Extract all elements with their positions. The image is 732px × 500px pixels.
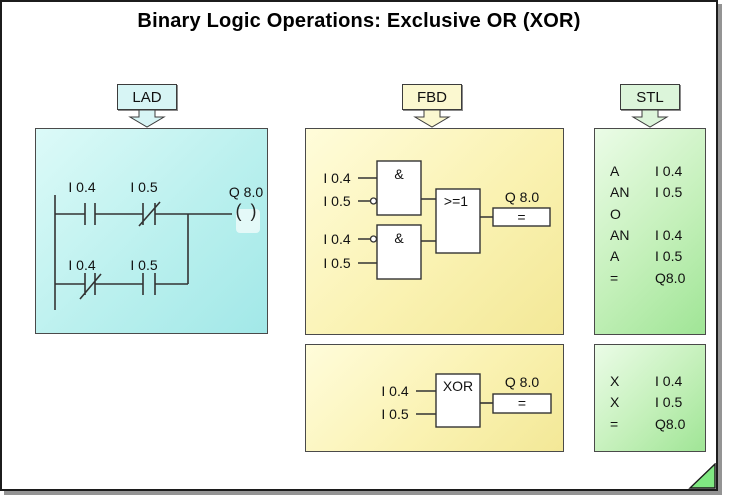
xor-gate-label: XOR xyxy=(442,378,474,394)
fbd-panel: I 0.4 I 0.5 I 0.4 I 0.5 & & >=1 Q 8.0 = xyxy=(305,128,564,335)
stl-xor-panel: X I 0.4 X I 0.5 = Q8.0 xyxy=(594,344,706,452)
stl-line: X I 0.5 xyxy=(610,394,702,410)
lad-callout: LAD xyxy=(117,84,177,128)
stl-operand: I 0.5 xyxy=(655,394,683,410)
stl-operand xyxy=(655,206,702,222)
lad-callout-label: LAD xyxy=(117,84,177,110)
stl-line: O xyxy=(610,206,702,222)
stl-operand: I 0.5 xyxy=(655,248,683,264)
or-gate-label: >=1 xyxy=(443,193,469,209)
contact-label: I 0.4 xyxy=(68,179,96,195)
stl-op: A xyxy=(610,248,620,264)
contact-label: I 0.5 xyxy=(130,257,158,273)
page-title: Binary Logic Operations: Exclusive OR (X… xyxy=(137,10,581,32)
fbd-callout-label: FBD xyxy=(402,84,462,110)
stl-line: AN I 0.5 xyxy=(610,184,702,200)
corner-triangle-icon xyxy=(688,463,716,489)
stl-op: X xyxy=(610,373,620,389)
and-gate-label: & xyxy=(394,166,404,182)
stl-operand: I 0.4 xyxy=(655,227,683,243)
slide-page: Binary Logic Operations: Exclusive OR (X… xyxy=(0,0,718,491)
input-label: I 0.5 xyxy=(381,406,409,422)
input-label: I 0.4 xyxy=(323,170,351,186)
input-label: I 0.5 xyxy=(323,193,351,209)
stl-operand: I 0.4 xyxy=(655,373,683,389)
stl-operand: Q8.0 xyxy=(655,270,686,286)
ladder-diagram xyxy=(54,195,232,310)
stl-line: = Q8.0 xyxy=(610,416,702,432)
stl-op: O xyxy=(610,206,621,222)
stl-callout: STL xyxy=(620,84,680,128)
stl-op: = xyxy=(610,416,619,432)
fbd-callout: FBD xyxy=(402,84,462,128)
input-label: I 0.4 xyxy=(323,231,351,247)
stl-operand: I 0.5 xyxy=(655,184,683,200)
stl-line: AN I 0.4 xyxy=(610,227,702,243)
contact-label: I 0.4 xyxy=(68,257,96,273)
stl-panel: A I 0.4 AN I 0.5 O AN I 0.4 A I 0.5 = Q8… xyxy=(594,128,706,335)
assign-box-label: = xyxy=(517,395,527,411)
stl-line: = Q8.0 xyxy=(610,270,702,286)
stl-line: A I 0.5 xyxy=(610,248,702,264)
assign-box-label: = xyxy=(517,209,526,225)
and-gate-label: & xyxy=(394,230,404,246)
stl-callout-label: STL xyxy=(620,84,680,110)
stl-line: A I 0.4 xyxy=(610,163,702,179)
input-label: I 0.4 xyxy=(381,383,409,399)
output-label: Q 8.0 xyxy=(504,374,540,390)
stl-op: AN xyxy=(610,227,630,243)
stl-operand: Q8.0 xyxy=(655,416,686,432)
stl-operand: I 0.4 xyxy=(655,163,683,179)
stl-op: X xyxy=(610,394,620,410)
output-label: Q 8.0 xyxy=(504,189,540,205)
coil-label: Q 8.0 xyxy=(228,184,264,200)
input-label: I 0.5 xyxy=(323,255,351,271)
fbd-xor-panel: I 0.4 I 0.5 XOR Q 8.0 = xyxy=(305,344,564,452)
coil-highlight xyxy=(236,209,260,233)
down-arrow-icon xyxy=(631,110,669,128)
fbd-gates-diagram xyxy=(358,160,551,280)
contact-label: I 0.5 xyxy=(130,179,158,195)
stl-op: A xyxy=(610,163,620,179)
lad-panel: I 0.4 I 0.5 Q 8.0 ( ) I 0.4 I 0.5 xyxy=(35,128,268,334)
stl-line: X I 0.4 xyxy=(610,373,702,389)
xor-diagram xyxy=(416,373,552,428)
down-arrow-icon xyxy=(128,110,166,128)
stl-op: = xyxy=(610,270,619,286)
coil-symbol: ( ) xyxy=(235,201,259,221)
down-arrow-icon xyxy=(413,110,451,128)
stl-op: AN xyxy=(610,184,630,200)
